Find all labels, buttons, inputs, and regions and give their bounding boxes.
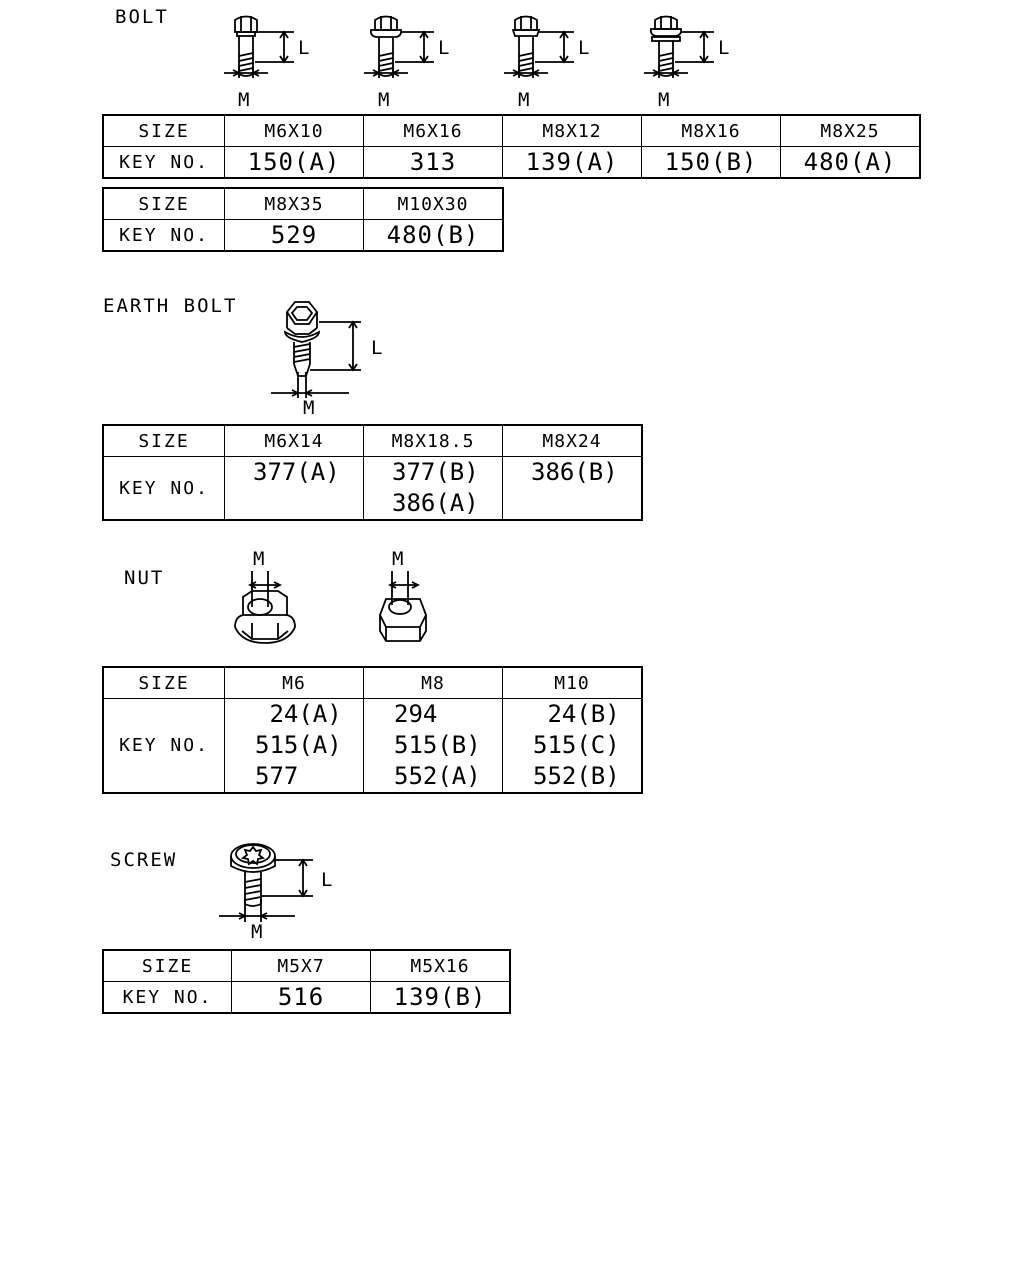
nut-hex-diameter-label: M — [392, 548, 403, 570]
bolt-figure-1-length-label: L — [298, 37, 309, 59]
key-no-header: KEY NO. — [102, 146, 225, 179]
key-no-header: KEY NO. — [102, 981, 232, 1014]
bolt-size-table-1: SIZE M6X10 M6X16 M8X12 M8X16 M8X25 KEY N… — [102, 114, 921, 179]
key-no-cell: 313 — [363, 146, 503, 179]
size-cell: M8X24 — [502, 424, 643, 457]
size-cell: M5X7 — [231, 949, 371, 982]
key-no-value: 386(A) — [392, 489, 479, 517]
key-no-value: 515(A) — [255, 731, 342, 759]
bolt-figure-4: L M — [644, 15, 729, 111]
size-cell: M8X12 — [502, 114, 642, 147]
screw-size-table: SIZE M5X7 M5X16 KEY NO. 516 139(B) — [102, 949, 511, 1014]
key-no-value: 515(C) — [533, 731, 620, 759]
key-no-header: KEY NO. — [102, 456, 225, 521]
key-no-value: 552(A) — [394, 762, 481, 790]
nut-flanged-diameter-label: M — [253, 548, 264, 570]
bolt-size-table-2: SIZE M8X35 M10X30 KEY NO. 529 480(B) — [102, 187, 504, 252]
key-no-cell: 150(A) — [224, 146, 364, 179]
size-cell: M6 — [224, 666, 364, 699]
bolt-figure-3-length-label: L — [578, 37, 589, 59]
key-no-cell: 139(B) — [370, 981, 511, 1014]
key-no-value: 515(B) — [394, 731, 481, 759]
size-cell: M8X16 — [641, 114, 781, 147]
nut-figure-hex: M — [379, 548, 427, 642]
key-no-value: 24(A) — [255, 700, 342, 728]
size-header: SIZE — [102, 666, 225, 699]
key-no-value: 294 — [394, 700, 438, 728]
screw-section-title: SCREW — [110, 849, 178, 871]
key-no-cell: 480(A) — [780, 146, 921, 179]
screw-diameter-label: M — [251, 921, 262, 943]
size-cell: M10 — [502, 666, 643, 699]
nut-size-table: SIZE M6 M8 M10 KEY NO. 24(A) 515(A) 577 … — [102, 666, 643, 794]
key-no-cell: 139(A) — [502, 146, 642, 179]
nut-figure-flanged: M — [234, 548, 296, 644]
size-cell: M5X16 — [370, 949, 511, 982]
key-no-cell: 294 515(B) 552(A) — [363, 698, 503, 794]
size-cell: M8X35 — [224, 187, 364, 220]
nut-section-title: NUT — [124, 567, 165, 589]
bolt-figure-2-diameter-label: M — [378, 89, 389, 111]
key-no-value: 377(A) — [253, 458, 340, 486]
key-no-cell: 377(A) — [224, 456, 364, 521]
size-header: SIZE — [102, 424, 225, 457]
key-no-value: 377(B) — [392, 458, 479, 486]
key-no-cell: 150(B) — [641, 146, 781, 179]
screw-figure: L M — [219, 843, 332, 943]
size-header: SIZE — [102, 114, 225, 147]
bolt-figure-1: L M — [224, 15, 309, 111]
bolt-figure-4-length-label: L — [718, 37, 729, 59]
size-cell: M6X14 — [224, 424, 364, 457]
key-no-cell: 377(B) 386(A) — [363, 456, 503, 521]
earth-bolt-figure: L M — [271, 301, 382, 419]
bolt-figure-2: L M — [364, 15, 449, 111]
screw-length-label: L — [321, 869, 332, 891]
bolt-figure-1-diameter-label: M — [238, 89, 249, 111]
key-no-cell: 480(B) — [363, 219, 504, 252]
key-no-header: KEY NO. — [102, 698, 225, 794]
earth-bolt-diameter-label: M — [303, 397, 314, 419]
earth-bolt-size-table: SIZE M6X14 M8X18.5 M8X24 KEY NO. 377(A) … — [102, 424, 643, 521]
size-cell: M6X16 — [363, 114, 503, 147]
bolt-figure-3-diameter-label: M — [518, 89, 529, 111]
key-no-value: 577 — [255, 762, 299, 790]
bolt-section-title: BOLT — [115, 6, 169, 28]
size-header: SIZE — [102, 187, 225, 220]
key-no-cell: 386(B) — [502, 456, 643, 521]
key-no-cell: 529 — [224, 219, 364, 252]
size-cell: M6X10 — [224, 114, 364, 147]
key-no-value: 386(B) — [531, 458, 618, 486]
earth-bolt-section-title: EARTH BOLT — [103, 295, 238, 317]
key-no-value: 24(B) — [533, 700, 620, 728]
size-cell: M8X25 — [780, 114, 921, 147]
bolt-figure-4-diameter-label: M — [658, 89, 669, 111]
key-no-cell: 24(B) 515(C) 552(B) — [502, 698, 643, 794]
key-no-header: KEY NO. — [102, 219, 225, 252]
size-header: SIZE — [102, 949, 232, 982]
bolt-figure-2-length-label: L — [438, 37, 449, 59]
earth-bolt-length-label: L — [371, 337, 382, 359]
key-no-value: 552(B) — [533, 762, 620, 790]
size-cell: M10X30 — [363, 187, 504, 220]
size-cell: M8 — [363, 666, 503, 699]
key-no-cell: 516 — [231, 981, 371, 1014]
key-no-cell: 24(A) 515(A) 577 — [224, 698, 364, 794]
size-cell: M8X18.5 — [363, 424, 503, 457]
bolt-figure-3: L M — [504, 15, 589, 111]
